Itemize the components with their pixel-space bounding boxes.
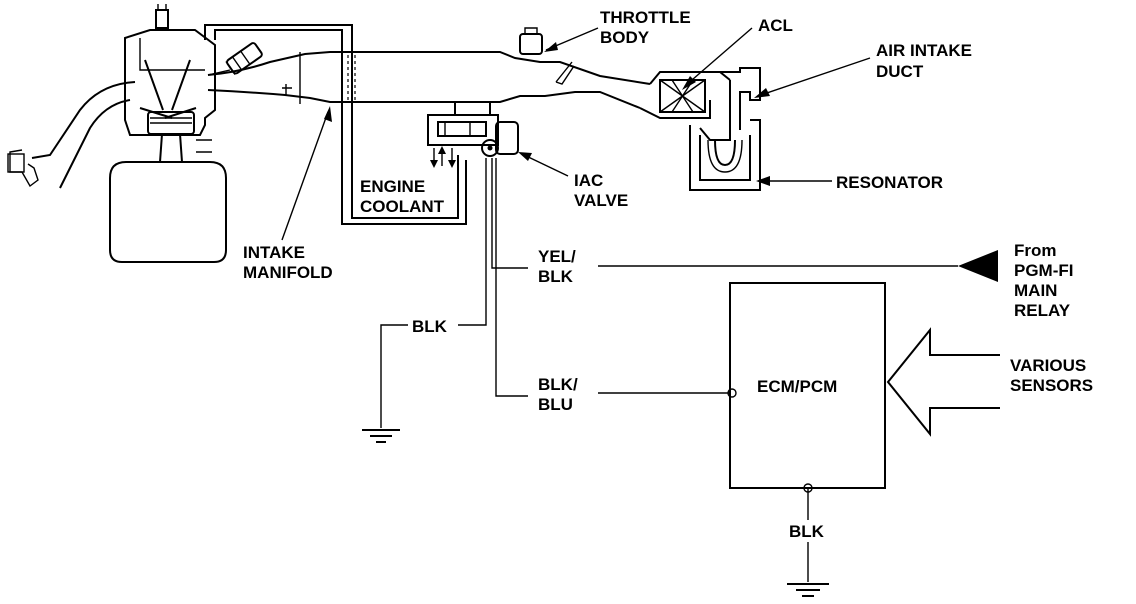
label-from-pgm-fi-line1: From: [1014, 241, 1057, 260]
label-wire-blk-blu-line2: BLU: [538, 395, 573, 414]
label-engine-coolant-line2: COOLANT: [360, 197, 445, 216]
iac-valve-drawing: [427, 102, 519, 168]
relay-arrowhead: [958, 250, 998, 282]
label-air-intake-duct-line1: AIR INTAKE: [876, 41, 972, 60]
label-acl: ACL: [758, 16, 793, 35]
ground-symbol-left: [362, 429, 400, 443]
label-resonator: RESONATOR: [836, 173, 943, 192]
label-from-pgm-fi-line2: PGM-FI: [1014, 261, 1074, 280]
label-ecm-pcm: ECM/PCM: [757, 377, 837, 396]
label-from-pgm-fi-line3: MAIN: [1014, 281, 1057, 300]
label-various-sensors-line2: SENSORS: [1010, 376, 1093, 395]
label-wire-yel-blk-line1: YEL/: [538, 247, 576, 266]
label-throttle-body-line1: THROTTLE: [600, 8, 691, 27]
label-various-sensors-line1: VARIOUS: [1010, 356, 1086, 375]
wiring: [380, 158, 958, 582]
label-engine-coolant-line1: ENGINE: [360, 177, 425, 196]
sensors-input-arrow: [886, 327, 1000, 437]
ecm-pcm-box: [729, 282, 886, 489]
pointer-lines: [281, 27, 871, 241]
engine-drawing: [7, 4, 263, 263]
intake-manifold-drawing: [204, 24, 761, 225]
label-iac-valve-line2: VALVE: [574, 191, 628, 210]
label-intake-manifold-line1: INTAKE: [243, 243, 305, 262]
label-from-pgm-fi-line4: RELAY: [1014, 301, 1071, 320]
label-wire-blk-bottom: BLK: [789, 522, 825, 541]
label-intake-manifold-line2: MANIFOLD: [243, 263, 333, 282]
label-throttle-body-line2: BODY: [600, 28, 650, 47]
label-wire-blk-left: BLK: [412, 317, 448, 336]
label-iac-valve-line1: IAC: [574, 171, 603, 190]
label-wire-blk-blu-line1: BLK/: [538, 375, 578, 394]
label-wire-yel-blk-line2: BLK: [538, 267, 574, 286]
label-air-intake-duct-line2: DUCT: [876, 62, 924, 81]
ground-symbol-ecm: [787, 583, 829, 597]
